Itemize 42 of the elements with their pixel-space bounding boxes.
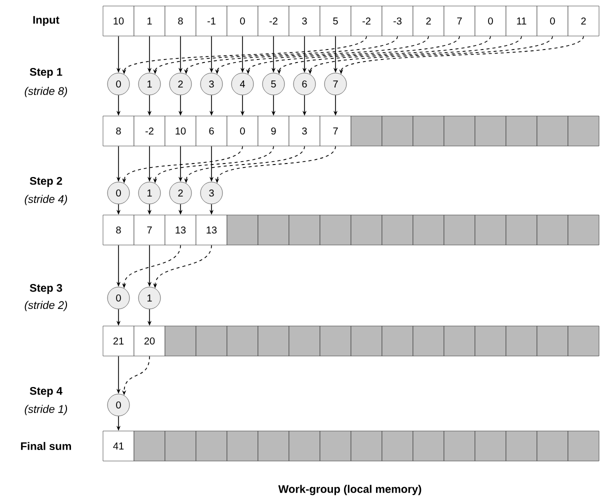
step-label: Step 1 xyxy=(30,68,62,78)
array-cell: 8 xyxy=(102,116,134,146)
array-cell: 6 xyxy=(196,116,228,146)
array-cell: 0 xyxy=(474,6,506,36)
stride-note: (stride 4) xyxy=(24,194,68,206)
stride-note: (stride 2) xyxy=(24,300,68,312)
array-cell: 7 xyxy=(320,116,352,146)
stride-note: (stride 8) xyxy=(24,86,68,98)
array-cell: -1 xyxy=(196,6,228,36)
array-cell: 8 xyxy=(102,214,134,246)
array-cell: 20 xyxy=(134,326,166,356)
array-cell: 11 xyxy=(506,6,538,36)
array-cell: 13 xyxy=(196,214,228,246)
array-cell: 10 xyxy=(102,6,134,36)
row-label: Final sum xyxy=(21,442,71,450)
step-label: Step 3 xyxy=(30,284,62,294)
array-cell: -2 xyxy=(258,6,290,36)
array-cell: 21 xyxy=(102,326,134,356)
array-cell: 0 xyxy=(226,6,258,36)
stride-note: (stride 1) xyxy=(24,404,68,416)
array-cell: 0 xyxy=(226,116,258,146)
array-cell: 0 xyxy=(536,6,568,36)
array-cell: 2 xyxy=(568,6,600,36)
row-label: Input xyxy=(33,16,60,26)
caption: Work-group (local memory) xyxy=(278,484,422,496)
step-label: Step 2 xyxy=(30,177,62,187)
array-cell: 8 xyxy=(164,6,196,36)
array-cell: 9 xyxy=(258,116,290,146)
array-cell: 3 xyxy=(288,6,320,36)
array-cell: 13 xyxy=(164,214,196,246)
array-cell: 5 xyxy=(320,6,352,36)
array-cell: 41 xyxy=(102,430,134,462)
array-cell: 2 xyxy=(412,6,444,36)
array-cell: -2 xyxy=(350,6,382,36)
array-cell: -3 xyxy=(382,6,414,36)
array-cell: 7 xyxy=(444,6,476,36)
array-cell: 10 xyxy=(164,116,196,146)
step-label: Step 4 xyxy=(30,387,62,397)
array-cell: -2 xyxy=(134,116,166,146)
array-cell: 1 xyxy=(134,6,166,36)
array-cell: 3 xyxy=(288,116,320,146)
array-cell: 7 xyxy=(134,214,166,246)
